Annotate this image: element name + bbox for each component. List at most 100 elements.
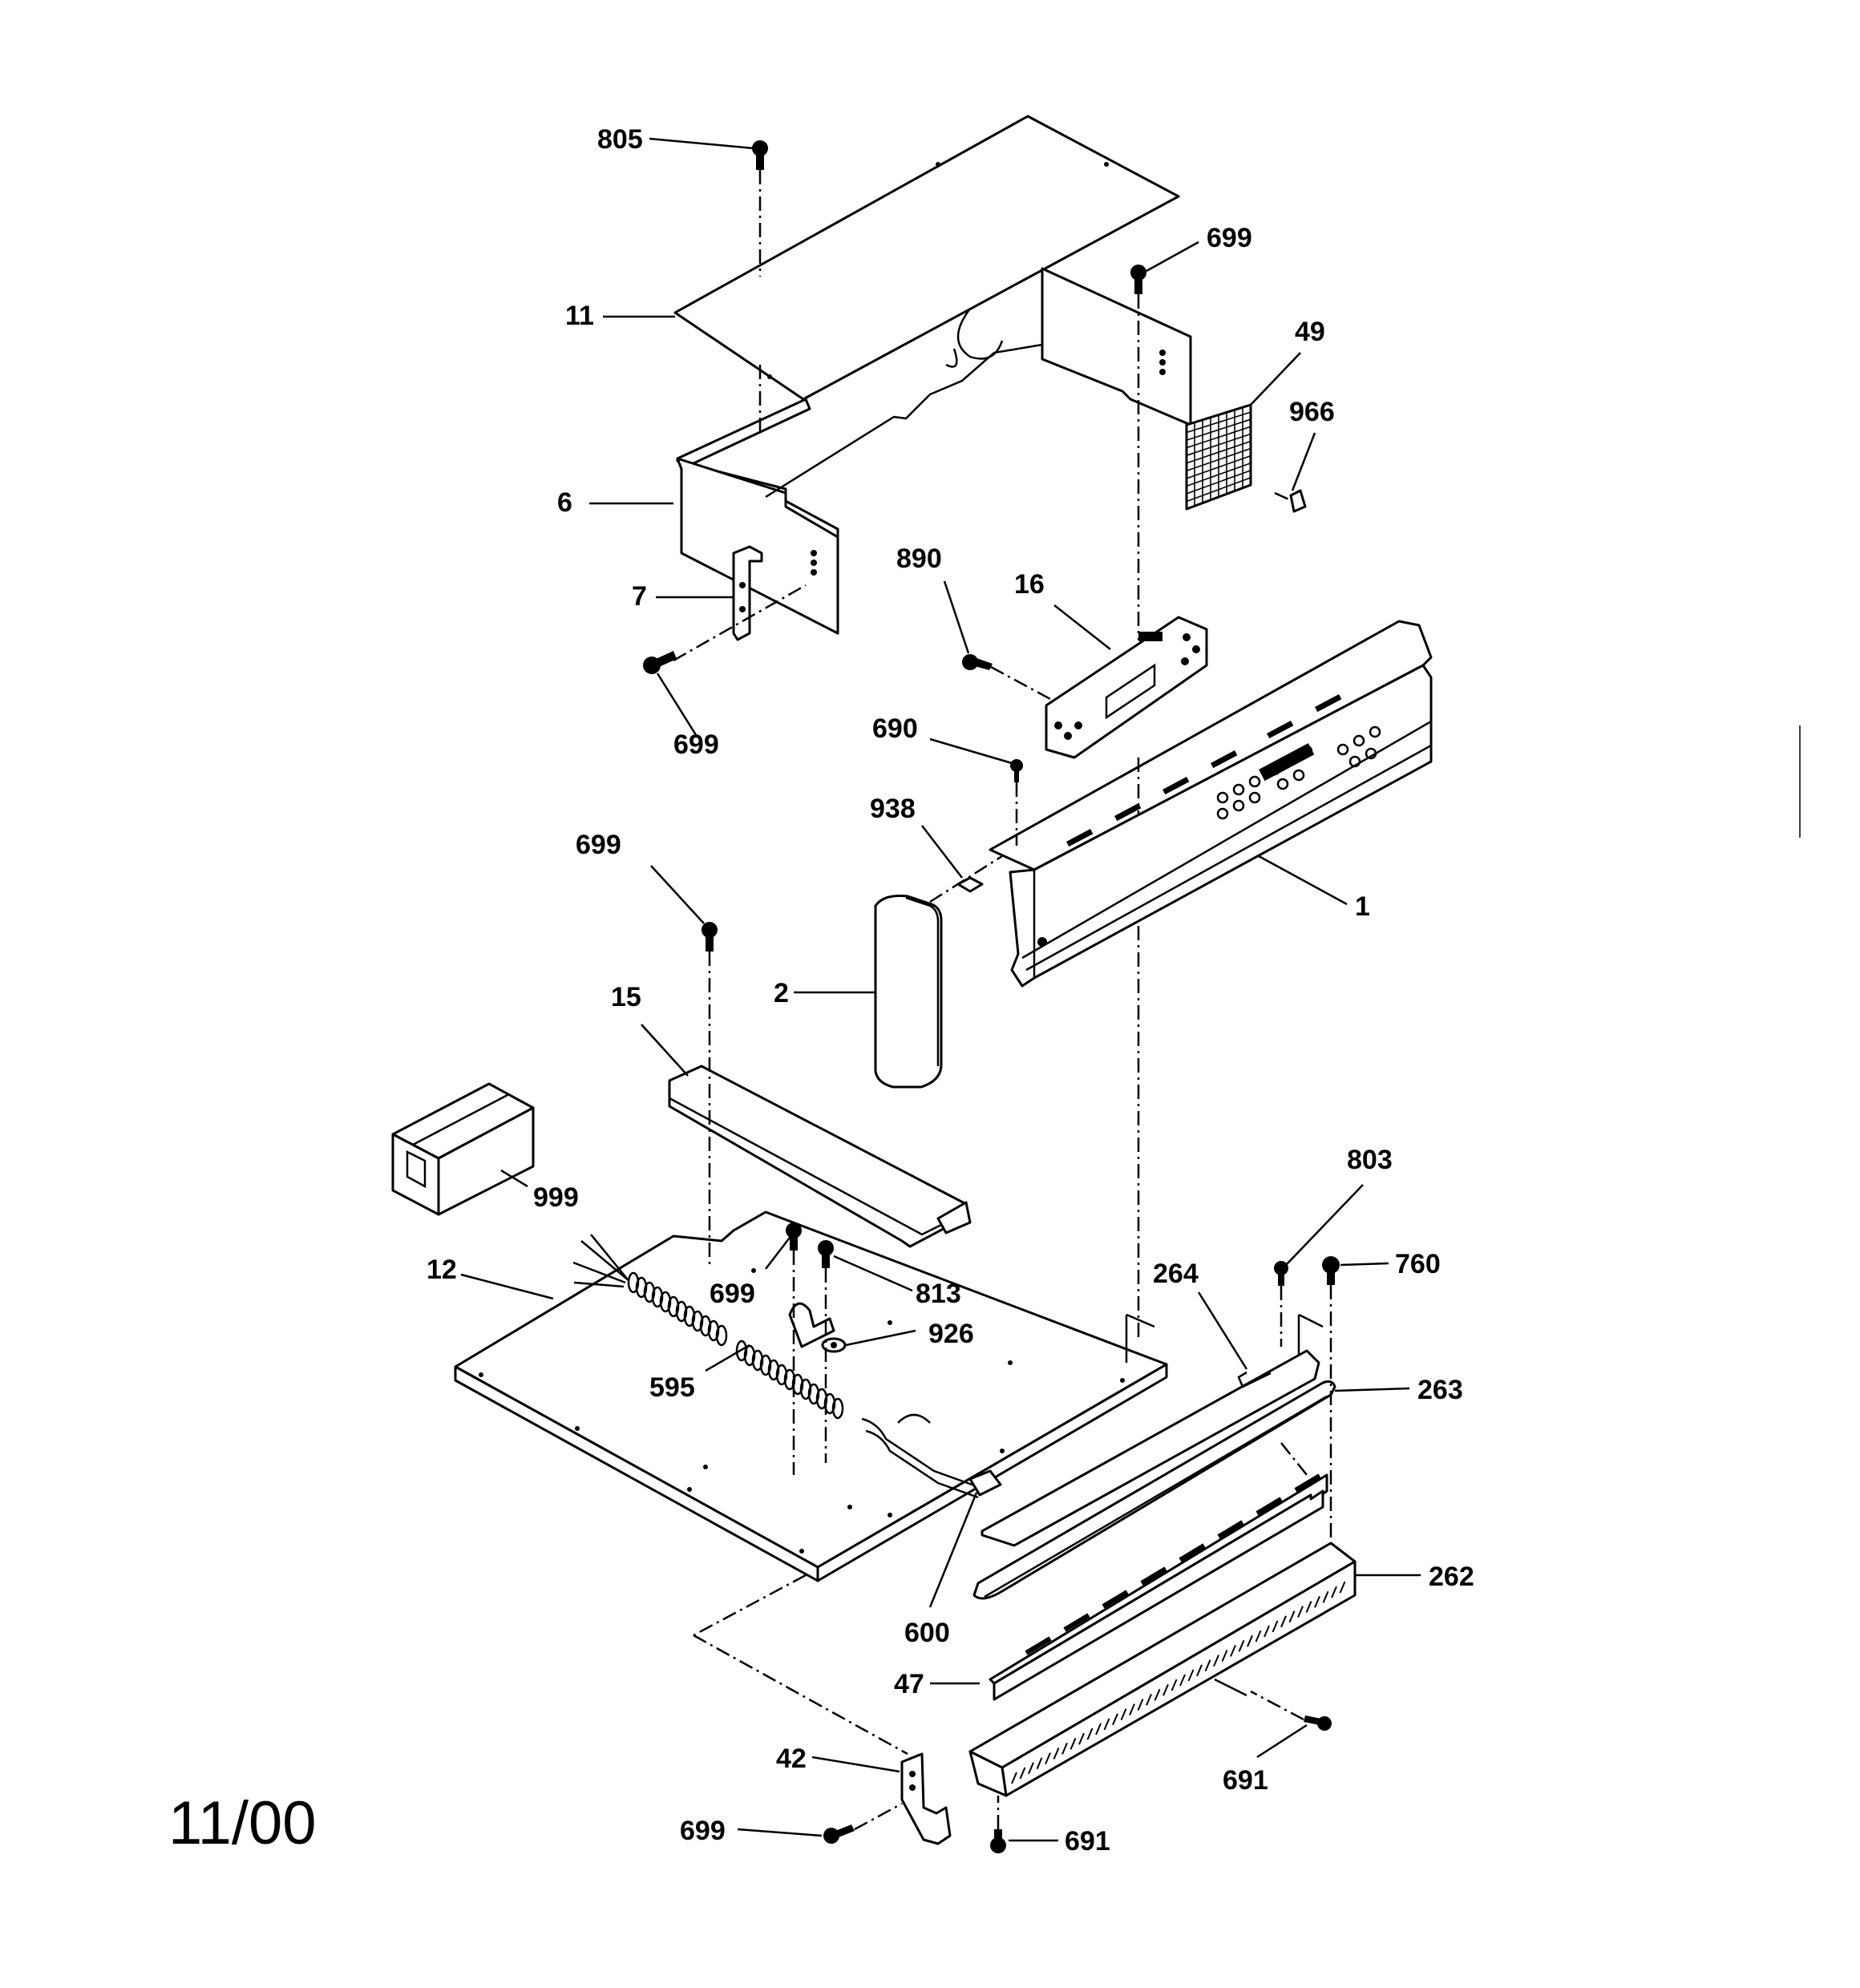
callout-262: 262: [1429, 1562, 1474, 1592]
callout-699-top: 699: [1207, 223, 1252, 253]
literature-carton: [391, 1082, 535, 1216]
panel-keypad-button: [1276, 778, 1289, 790]
kick-vent-slot: [1154, 1688, 1161, 1701]
mesh-strand: [1186, 411, 1251, 434]
mounting-bracket: [732, 545, 763, 641]
louver-slot: [1025, 1636, 1052, 1655]
kick-vent-slot: [1213, 1655, 1219, 1667]
screw-805: [752, 140, 768, 170]
mesh-strand: [1186, 447, 1251, 472]
louver-slot: [1179, 1543, 1206, 1562]
screw-691-bottom: [990, 1829, 1006, 1853]
callout-2: 2: [774, 978, 789, 1008]
endcap: [874, 895, 943, 1089]
wire-connector: [968, 1469, 1002, 1497]
date-code: 11/00: [168, 1789, 317, 1857]
panel-keypad-button: [1232, 783, 1245, 796]
panel-keypad-button: [1292, 769, 1305, 782]
washer-926: [821, 1337, 847, 1353]
louver-slot: [1256, 1497, 1283, 1516]
kick-vent-slot: [1272, 1620, 1279, 1633]
louver-slot: [1294, 1473, 1321, 1493]
kick-vent-slot: [1204, 1659, 1211, 1672]
kick-vent-slot: [1045, 1752, 1051, 1764]
callout-691-bottom: 691: [1065, 1826, 1110, 1857]
louver-slot: [1217, 1520, 1244, 1539]
kick-vent-slot: [1095, 1723, 1102, 1735]
callout-999: 999: [533, 1182, 579, 1213]
trim-channel: [668, 1065, 972, 1248]
panel-keypad-button: [1248, 775, 1261, 788]
callout-699-base: 699: [710, 1279, 755, 1309]
wire-leads: [572, 1234, 630, 1288]
screw-890: [962, 654, 993, 670]
kick-vent-slot: [1061, 1743, 1068, 1755]
kick-vent-slot: [1171, 1679, 1178, 1691]
mesh-strand: [1186, 462, 1251, 487]
kick-vent-slot: [1011, 1772, 1017, 1784]
kick-panel-262: [968, 1542, 1357, 1797]
screw-803: [1274, 1261, 1288, 1286]
leveling-bracket: [900, 1752, 952, 1845]
kick-vent-slot: [1120, 1708, 1127, 1721]
callout-699-mid: 699: [576, 830, 621, 860]
kick-vent-slot: [1288, 1610, 1296, 1623]
callout-595: 595: [649, 1372, 695, 1403]
kick-vent-slot: [1339, 1581, 1346, 1594]
screw-699-mid: [702, 922, 718, 952]
callout-264: 264: [1153, 1259, 1199, 1289]
screw-691-right: [1304, 1715, 1332, 1731]
mounting-hole: [751, 1268, 756, 1273]
vent-mesh-screen: [1185, 403, 1252, 511]
callout-805: 805: [597, 124, 643, 155]
panel-keypad-button: [1284, 754, 1297, 766]
panel-keypad-button: [1336, 743, 1349, 756]
callout-labels: 805 11 699 49 966 6 7 699 890 16 690 938…: [427, 124, 1474, 1857]
panel-keypad-button: [1248, 791, 1261, 804]
callout-47: 47: [894, 1669, 924, 1699]
kick-vent-slot: [1070, 1737, 1077, 1750]
screw-699-left: [643, 651, 677, 674]
mounting-hole: [1000, 1449, 1005, 1453]
mesh-strand: [1186, 455, 1251, 479]
mounting-hole: [888, 1513, 892, 1517]
mounting-hole: [575, 1426, 580, 1431]
mounting-hole: [1008, 1360, 1013, 1365]
assembly-centerlines: [673, 170, 1332, 1831]
louver-slot: [1140, 1566, 1167, 1586]
mounting-hole: [847, 1505, 852, 1509]
screw-699-top: [1130, 265, 1146, 294]
terminal-ring: [715, 1324, 728, 1347]
screw-690: [1010, 759, 1023, 782]
callout-699-left: 699: [673, 729, 719, 760]
louver-slot: [1063, 1613, 1090, 1632]
callout-42: 42: [776, 1744, 807, 1774]
kick-vent-slot: [1137, 1699, 1144, 1711]
backguard-control-panel: [989, 620, 1433, 988]
callout-11: 11: [565, 301, 594, 331]
panel-keypad-button: [1216, 807, 1229, 820]
panel-keypad-button: [1365, 747, 1377, 760]
base-plate: [454, 1210, 1168, 1582]
kick-vent-slot: [1297, 1606, 1304, 1618]
callout-12: 12: [427, 1255, 457, 1285]
callout-7: 7: [632, 581, 647, 612]
callout-1: 1: [1355, 891, 1370, 922]
panel-keypad-button: [1232, 799, 1245, 812]
callout-938: 938: [870, 794, 916, 824]
callout-691-right: 691: [1223, 1765, 1268, 1796]
callout-803: 803: [1347, 1145, 1393, 1175]
screw-699-bottom: [823, 1824, 855, 1844]
mounting-hole: [687, 1487, 692, 1492]
kick-vent-slot: [1019, 1767, 1026, 1780]
leader-lines: [460, 137, 1421, 1842]
electronic-control-board: [1045, 616, 1208, 759]
kick-vent-slot: [1196, 1664, 1203, 1677]
callout-813: 813: [916, 1279, 961, 1309]
mesh-strand: [1186, 418, 1251, 441]
mesh-strand: [1186, 477, 1251, 503]
screw-813: [818, 1240, 834, 1268]
louver-47: [989, 1473, 1328, 1701]
panel-keypad-button: [1268, 763, 1281, 776]
kick-vent-slot: [1053, 1748, 1060, 1760]
